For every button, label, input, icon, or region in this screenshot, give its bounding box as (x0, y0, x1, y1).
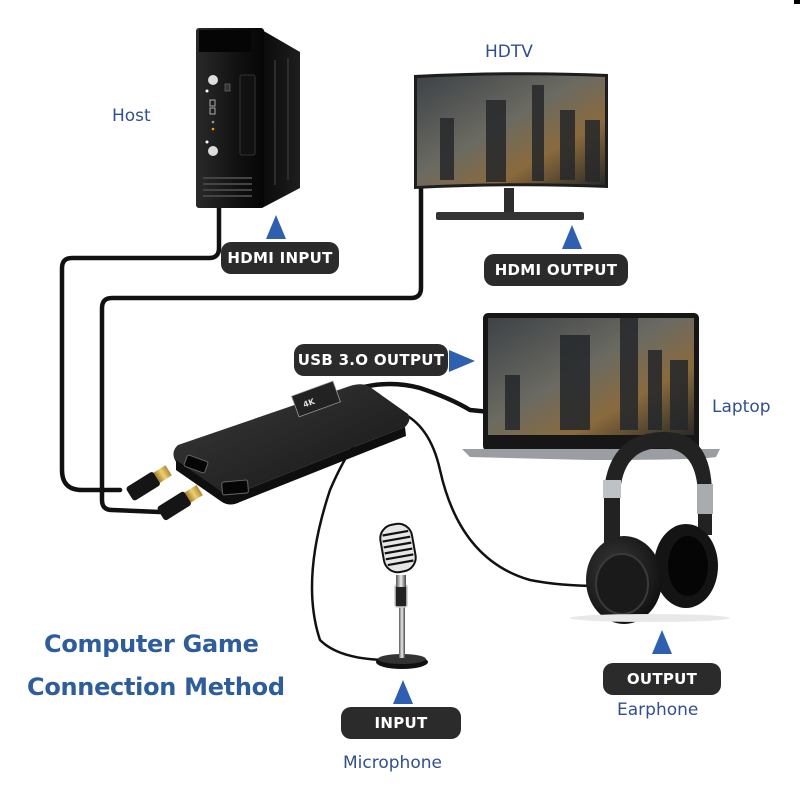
host-tower-icon (196, 28, 300, 208)
laptop-icon (462, 313, 720, 460)
microphone-label: Microphone (343, 753, 442, 773)
capture-card-icon: 4K (173, 380, 410, 505)
hdmi-output-badge: HDMI OUTPUT (484, 254, 628, 286)
mic-input-badge: INPUT (341, 707, 461, 739)
microphone-icon (376, 522, 428, 669)
laptop-label: Laptop (712, 397, 771, 417)
mic-input-arrow-icon (393, 680, 413, 704)
hdmi-input-arrow-icon (266, 215, 286, 239)
hdtv-label: HDTV (485, 42, 533, 62)
title-line-2: Connection Method (27, 673, 285, 701)
usb-output-badge: USB 3.O OUTPUT (294, 344, 448, 376)
cable-earphone (398, 410, 602, 588)
hdmi-output-arrow-icon (562, 225, 582, 249)
cable-host-hdmi (59, 205, 222, 493)
cable-hdtv-hdmi (99, 185, 424, 515)
host-label: Host (112, 106, 151, 126)
svg-text:4K: 4K (302, 397, 317, 410)
earphone-label: Earphone (617, 700, 699, 720)
title-line-1: Computer Game (44, 630, 259, 658)
corner-mark (794, 0, 800, 4)
headphones-icon (570, 432, 730, 624)
hdmi-input-badge: HDMI INPUT (221, 242, 339, 274)
hdmi-plugs-icon (126, 465, 203, 521)
earphone-output-badge: OUTPUT (603, 663, 721, 695)
earphone-output-arrow-icon (652, 630, 672, 654)
hdtv-monitor-icon (414, 72, 608, 220)
cable-usb-laptop (357, 381, 493, 415)
usb-output-arrow-icon (449, 350, 475, 372)
